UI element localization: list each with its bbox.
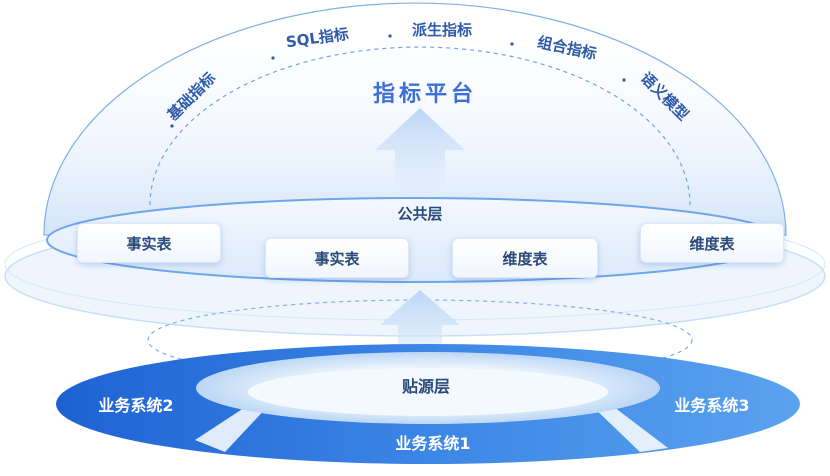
source-inner-disc <box>248 368 608 416</box>
platform-title: 指标平台 <box>373 81 477 107</box>
svg-text:派生指标: 派生指标 <box>412 21 472 39</box>
metric-dot-1 <box>170 124 174 128</box>
business-system-2: 业务系统2 <box>98 396 173 415</box>
business-system-3: 业务系统3 <box>674 396 749 415</box>
dome-inner-dashed <box>149 46 691 206</box>
public-layer-title: 公共层 <box>397 205 442 223</box>
table-card-label: 事实表 <box>126 234 172 253</box>
table-card-label: 维度表 <box>502 249 548 268</box>
table-card-fact-1: 事实表 <box>77 223 221 263</box>
metric-dot-2 <box>271 56 275 60</box>
arrow-up-upper-icon <box>375 108 465 205</box>
metric-label-3: 派生指标 <box>412 21 472 39</box>
table-card-label: 维度表 <box>689 234 735 253</box>
table-card-fact-2: 事实表 <box>265 238 409 278</box>
base-divider-left <box>195 404 270 452</box>
metric-dot-3 <box>388 34 392 38</box>
table-card-label: 事实表 <box>314 249 360 268</box>
business-system-1: 业务系统1 <box>395 434 470 453</box>
base-divider-right <box>590 404 668 452</box>
metric-dot-4 <box>510 42 514 46</box>
metric-dot-5 <box>622 78 626 82</box>
source-layer-title: 贴源层 <box>402 377 450 396</box>
table-card-dimension-1: 维度表 <box>452 238 598 278</box>
table-card-dimension-2: 维度表 <box>640 223 784 263</box>
